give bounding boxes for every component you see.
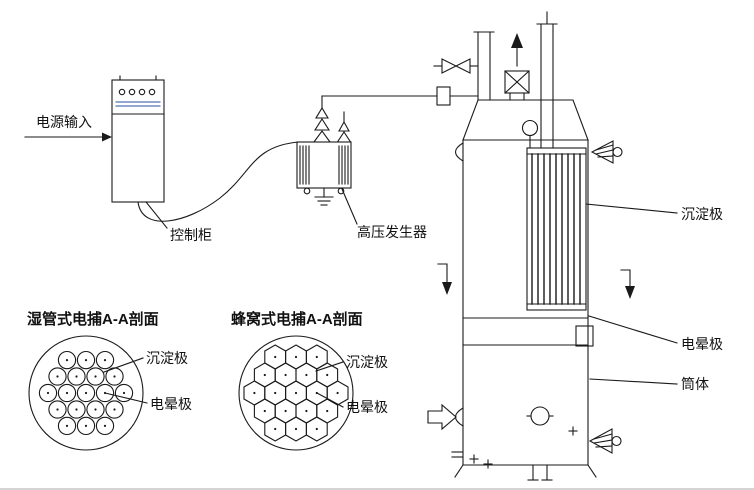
honey-corona-leader (316, 392, 344, 408)
bottom-right-vibrator (588, 428, 622, 454)
manhole (530, 406, 550, 426)
tube-bundle (526, 147, 587, 311)
tower-collecting-label: 沉淀极 (681, 206, 723, 222)
inlet-arrow (427, 403, 457, 431)
corona-leader (588, 315, 678, 344)
shell-leader (589, 378, 678, 385)
upper-right-vibrator (590, 140, 623, 164)
wet-collecting-label: 沉淀极 (146, 350, 188, 366)
power-input-arrow (24, 132, 112, 142)
tower-shell-label: 筒体 (681, 376, 709, 392)
collecting-tubes (531, 153, 581, 305)
power-input-label: 电源输入 (36, 114, 92, 130)
precipitator-tower (427, 11, 678, 481)
control-cabinet-label: 控制柜 (170, 227, 212, 243)
bottom-drain (527, 464, 553, 481)
honey-corona-label: 电晕极 (346, 399, 388, 415)
control-cabinet-leader (145, 201, 168, 229)
left-leg (454, 464, 464, 478)
top-right-pipe (536, 11, 558, 149)
cabinet-to-transformer-wire (137, 141, 300, 222)
tower-corona-label: 电晕极 (681, 336, 723, 352)
up-arrow (511, 33, 523, 48)
wet-collecting-leader (103, 357, 144, 373)
top-valve (433, 58, 479, 74)
honeycomb-cell-array (243, 344, 349, 442)
ground-symbol (314, 187, 334, 206)
upper-left-nozzle (454, 142, 464, 162)
wet-section (28, 335, 148, 451)
hv-bushing-tall (312, 95, 332, 143)
honey-collecting-leader (315, 361, 344, 372)
level-marks (451, 426, 578, 469)
wet-corona-label: 电晕极 (150, 396, 192, 412)
corona-insulator-box (575, 325, 594, 347)
right-leg (587, 464, 597, 478)
downflow-arrow-left (437, 263, 452, 295)
indicator-light (128, 88, 136, 96)
transformer-fins (299, 145, 349, 185)
hv-feed-box (504, 70, 530, 94)
indicator-light (118, 88, 126, 96)
indicator-light (148, 88, 156, 96)
top-outlet-pipe (504, 33, 530, 101)
honeycomb-section (238, 335, 354, 451)
top-elbow (521, 119, 539, 137)
wet-tube-array (38, 350, 134, 436)
honeycomb-section-title: 蜂窝式电捕A-A剖面 (231, 310, 363, 328)
hv-generator-label: 高压发生器 (357, 224, 427, 240)
hv-generator-leader (341, 188, 358, 225)
hv-transformer (296, 95, 358, 225)
control-cabinet (111, 75, 168, 229)
hv-wire (321, 86, 479, 106)
honeycomb-section-outline (238, 335, 354, 451)
collecting-leader (585, 203, 678, 214)
hv-bushing-short (336, 111, 352, 143)
wet-corona-leader (104, 392, 148, 404)
wet-section-title: 湿管式电捕A-A剖面 (27, 310, 159, 328)
indicator-light (138, 88, 146, 96)
wet-section-outline (28, 335, 144, 451)
downflow-arrow-right (620, 269, 635, 299)
wire-insulator (436, 86, 451, 106)
honey-collecting-label: 沉淀极 (346, 354, 388, 370)
tower-roof (462, 99, 589, 141)
